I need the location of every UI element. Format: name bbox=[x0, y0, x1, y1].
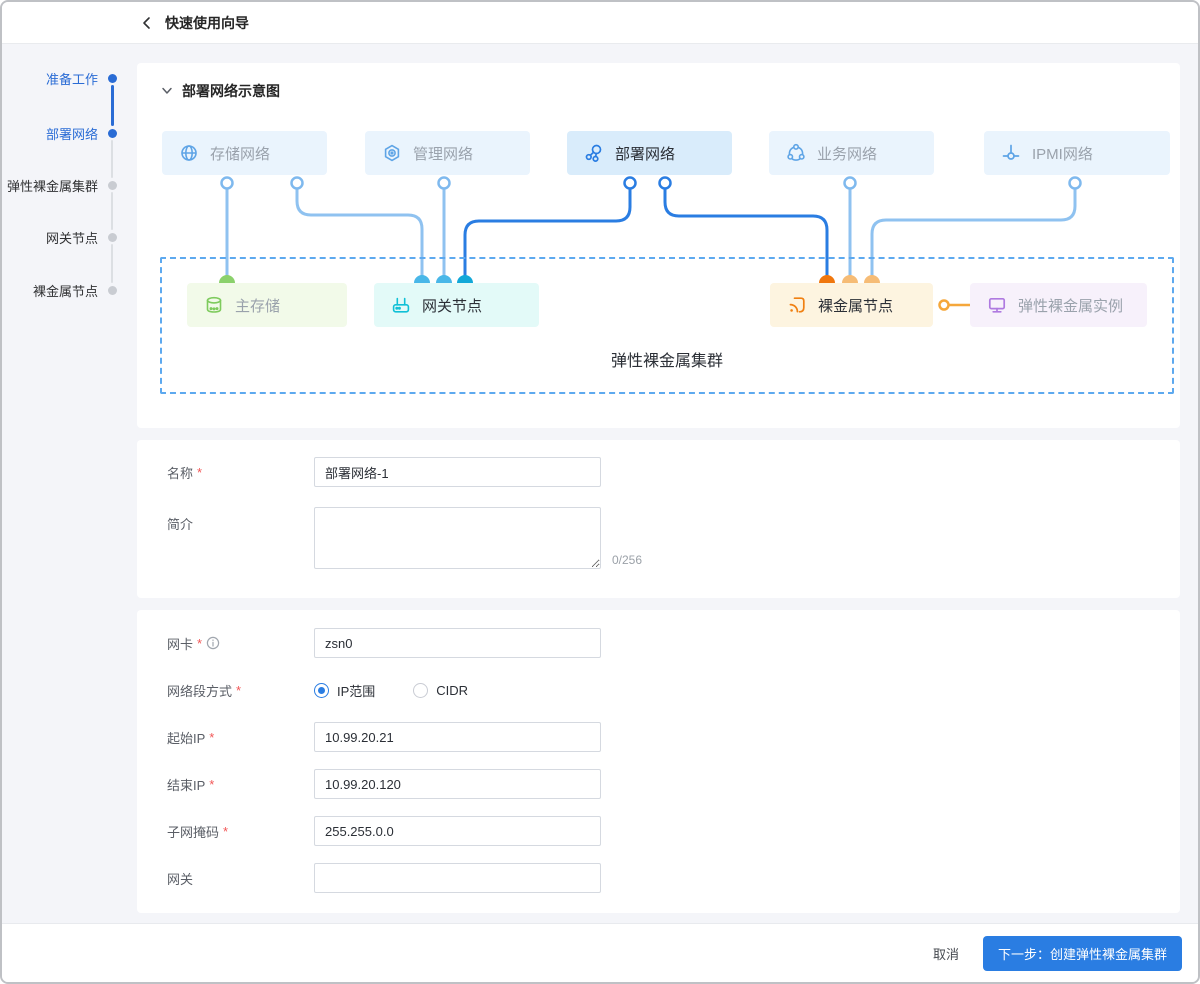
sidebar-step-deploy-network[interactable]: 部署网络 bbox=[2, 124, 117, 142]
intro-textarea[interactable] bbox=[314, 507, 601, 569]
segment-mode-options: IP范围 CIDR bbox=[314, 681, 468, 700]
diagram-section-toggle[interactable]: 部署网络示意图 bbox=[137, 63, 1180, 101]
name-row: 名称* bbox=[167, 457, 1180, 487]
gateway-label: 网关 bbox=[167, 871, 194, 887]
radio-dot bbox=[413, 682, 429, 698]
sidebar-step-prepare[interactable]: 准备工作 bbox=[2, 69, 117, 87]
main-content: 部署网络示意图 bbox=[137, 44, 1198, 913]
start-ip-row: 起始IP* bbox=[167, 722, 1180, 752]
diagram-connections bbox=[219, 176, 1082, 311]
node-baremetal-node: 裸金属节点 bbox=[770, 283, 933, 327]
node-storage-network: 存储网络 bbox=[162, 131, 327, 175]
connector-icon bbox=[1001, 143, 1021, 163]
sidebar-step-cluster[interactable]: 弹性裸金属集群 bbox=[2, 176, 117, 194]
name-label: 名称* bbox=[167, 464, 203, 481]
netmask-row: 子网掩码* bbox=[167, 816, 1180, 846]
node-ipmi-network: IPMI网络 bbox=[984, 131, 1170, 175]
service-icon bbox=[786, 143, 806, 163]
basic-info-card: 名称* 简介 0/256 bbox=[137, 440, 1180, 598]
page-header: 快速使用向导 bbox=[2, 2, 1198, 44]
required-asterisk: * bbox=[223, 823, 229, 839]
step-dot bbox=[108, 73, 117, 83]
diagram-section-title: 部署网络示意图 bbox=[182, 83, 280, 99]
step-dot bbox=[108, 232, 117, 242]
wizard-body: 准备工作 部署网络 弹性裸金属集群 网关节点 裸金属节点 bbox=[2, 44, 1198, 923]
required-asterisk: * bbox=[197, 464, 203, 480]
cluster-label: 弹性裸金属集群 bbox=[610, 353, 723, 370]
node-main-storage: 主存储 bbox=[187, 283, 347, 327]
network-diagram-card: 部署网络示意图 bbox=[137, 63, 1180, 428]
required-asterisk: * bbox=[197, 635, 203, 651]
sidebar-step-baremetal-node[interactable]: 裸金属节点 bbox=[2, 281, 117, 299]
netmask-input[interactable] bbox=[314, 816, 601, 846]
deployment-network-diagram: 存储网络 管理网络 部署网络 bbox=[137, 103, 1182, 413]
back-icon[interactable] bbox=[139, 15, 155, 31]
start-ip-label: 起始IP* bbox=[167, 729, 215, 746]
broadcast-icon bbox=[787, 295, 807, 315]
netmask-label: 子网掩码* bbox=[167, 823, 229, 840]
sidebar-step-gateway-node[interactable]: 网关节点 bbox=[2, 228, 117, 246]
step-dot bbox=[108, 285, 117, 295]
timeline-segment bbox=[111, 140, 113, 178]
cancel-button[interactable]: 取消 bbox=[932, 946, 959, 962]
required-asterisk: * bbox=[236, 682, 242, 698]
node-gateway-node: 网关节点 bbox=[374, 283, 539, 327]
radio-ip-range[interactable]: IP范围 bbox=[314, 681, 375, 700]
gateway-row: 网关 bbox=[167, 863, 1180, 893]
timeline-segment bbox=[111, 244, 113, 283]
next-step-button[interactable]: 下一步：创建弹性裸金属集群 bbox=[982, 935, 1182, 971]
network-config-card: 网卡* 网络段方式* IP范围 bbox=[137, 610, 1180, 913]
radio-cidr[interactable]: CIDR bbox=[413, 682, 468, 698]
database-icon bbox=[204, 295, 224, 315]
node-deployment-network: 部署网络 bbox=[567, 131, 732, 175]
page-title: 快速使用向导 bbox=[165, 14, 249, 31]
timeline-segment bbox=[111, 192, 113, 230]
char-counter: 0/256 bbox=[612, 553, 643, 567]
gear-icon bbox=[382, 143, 402, 163]
node-elastic-baremetal-instance: 弹性裸金属实例 bbox=[970, 283, 1147, 327]
required-asterisk: * bbox=[209, 729, 215, 745]
start-ip-input[interactable] bbox=[314, 722, 601, 752]
monitor-icon bbox=[987, 295, 1007, 315]
required-asterisk: * bbox=[209, 776, 215, 792]
step-dot bbox=[108, 128, 117, 138]
nic-input[interactable] bbox=[314, 628, 601, 658]
nic-label: 网卡* bbox=[167, 634, 314, 653]
step-dot bbox=[108, 180, 117, 190]
info-icon[interactable] bbox=[206, 636, 220, 650]
timeline-segment bbox=[111, 85, 114, 126]
nic-row: 网卡* bbox=[167, 628, 1180, 658]
cluster-dashed-border bbox=[160, 257, 1174, 394]
footer-action-bar: 取消 下一步：创建弹性裸金属集群 bbox=[2, 923, 1198, 982]
name-input[interactable] bbox=[314, 457, 601, 487]
intro-row: 简介 0/256 bbox=[167, 507, 1180, 569]
steps-sidebar: 准备工作 部署网络 弹性裸金属集群 网关节点 裸金属节点 bbox=[2, 44, 137, 364]
segment-mode-row: 网络段方式* IP范围 CIDR bbox=[167, 675, 1180, 705]
end-ip-input[interactable] bbox=[314, 769, 601, 799]
gateway-input[interactable] bbox=[314, 863, 601, 893]
intro-label: 简介 bbox=[167, 517, 194, 532]
end-ip-label: 结束IP* bbox=[167, 776, 215, 793]
radio-dot bbox=[314, 682, 329, 698]
router-icon bbox=[391, 295, 411, 315]
end-ip-row: 结束IP* bbox=[167, 769, 1180, 799]
nodes-icon bbox=[584, 143, 604, 163]
chevron-down-icon bbox=[161, 85, 173, 97]
globe-icon bbox=[179, 143, 199, 163]
node-management-network: 管理网络 bbox=[365, 131, 530, 175]
segment-mode-label: 网络段方式* bbox=[167, 682, 242, 699]
node-business-network: 业务网络 bbox=[769, 131, 934, 175]
